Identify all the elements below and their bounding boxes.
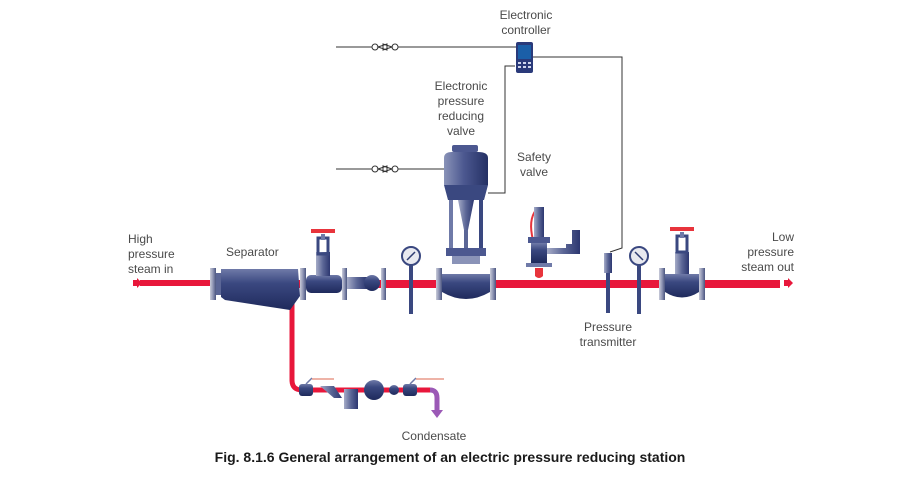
label-electronic-controller: Electronic controller (499, 8, 553, 37)
trap-set-icon (299, 377, 444, 409)
safety-valve-icon (526, 207, 580, 278)
label-pressure-transmitter: Pressure transmitter (579, 320, 637, 349)
label-steam-in: High pressure steam in (128, 232, 175, 276)
label-steam-out: Low pressure steam out (741, 230, 794, 274)
label-condensate: Condensate (401, 429, 467, 443)
isolator-switch-icon (371, 165, 399, 173)
isolator-switch-icon (371, 43, 399, 51)
electronic-controller-icon (516, 42, 533, 73)
arrow-out-icon (784, 278, 793, 288)
steam-pipe (133, 278, 793, 288)
pressure-gauge-1-icon (401, 246, 421, 314)
arrow-in-icon (133, 278, 142, 288)
separator-icon (210, 268, 306, 310)
signal-lines (336, 46, 623, 253)
condensate-arrow-icon (431, 410, 443, 418)
isolation-valve-2-icon (659, 227, 705, 300)
figure-caption: Fig. 8.1.6 General arrangement of an ele… (214, 449, 686, 465)
pressure-gauge-2-icon (629, 246, 649, 314)
transmitter-signal-line (533, 56, 623, 253)
pressure-transmitter-icon (604, 253, 612, 313)
electronic-prv-icon (436, 145, 496, 300)
handwheel-icon (670, 227, 694, 231)
prv-signal-line (488, 65, 515, 194)
handwheel-icon (311, 229, 335, 233)
label-separator: Separator (226, 245, 279, 259)
condensate-pipe (429, 387, 440, 410)
label-electronic-prv: Electronic pressure reducing valve (434, 79, 488, 138)
label-safety-valve: Safety valve (516, 150, 552, 179)
isolation-valve-1-icon (306, 229, 386, 300)
